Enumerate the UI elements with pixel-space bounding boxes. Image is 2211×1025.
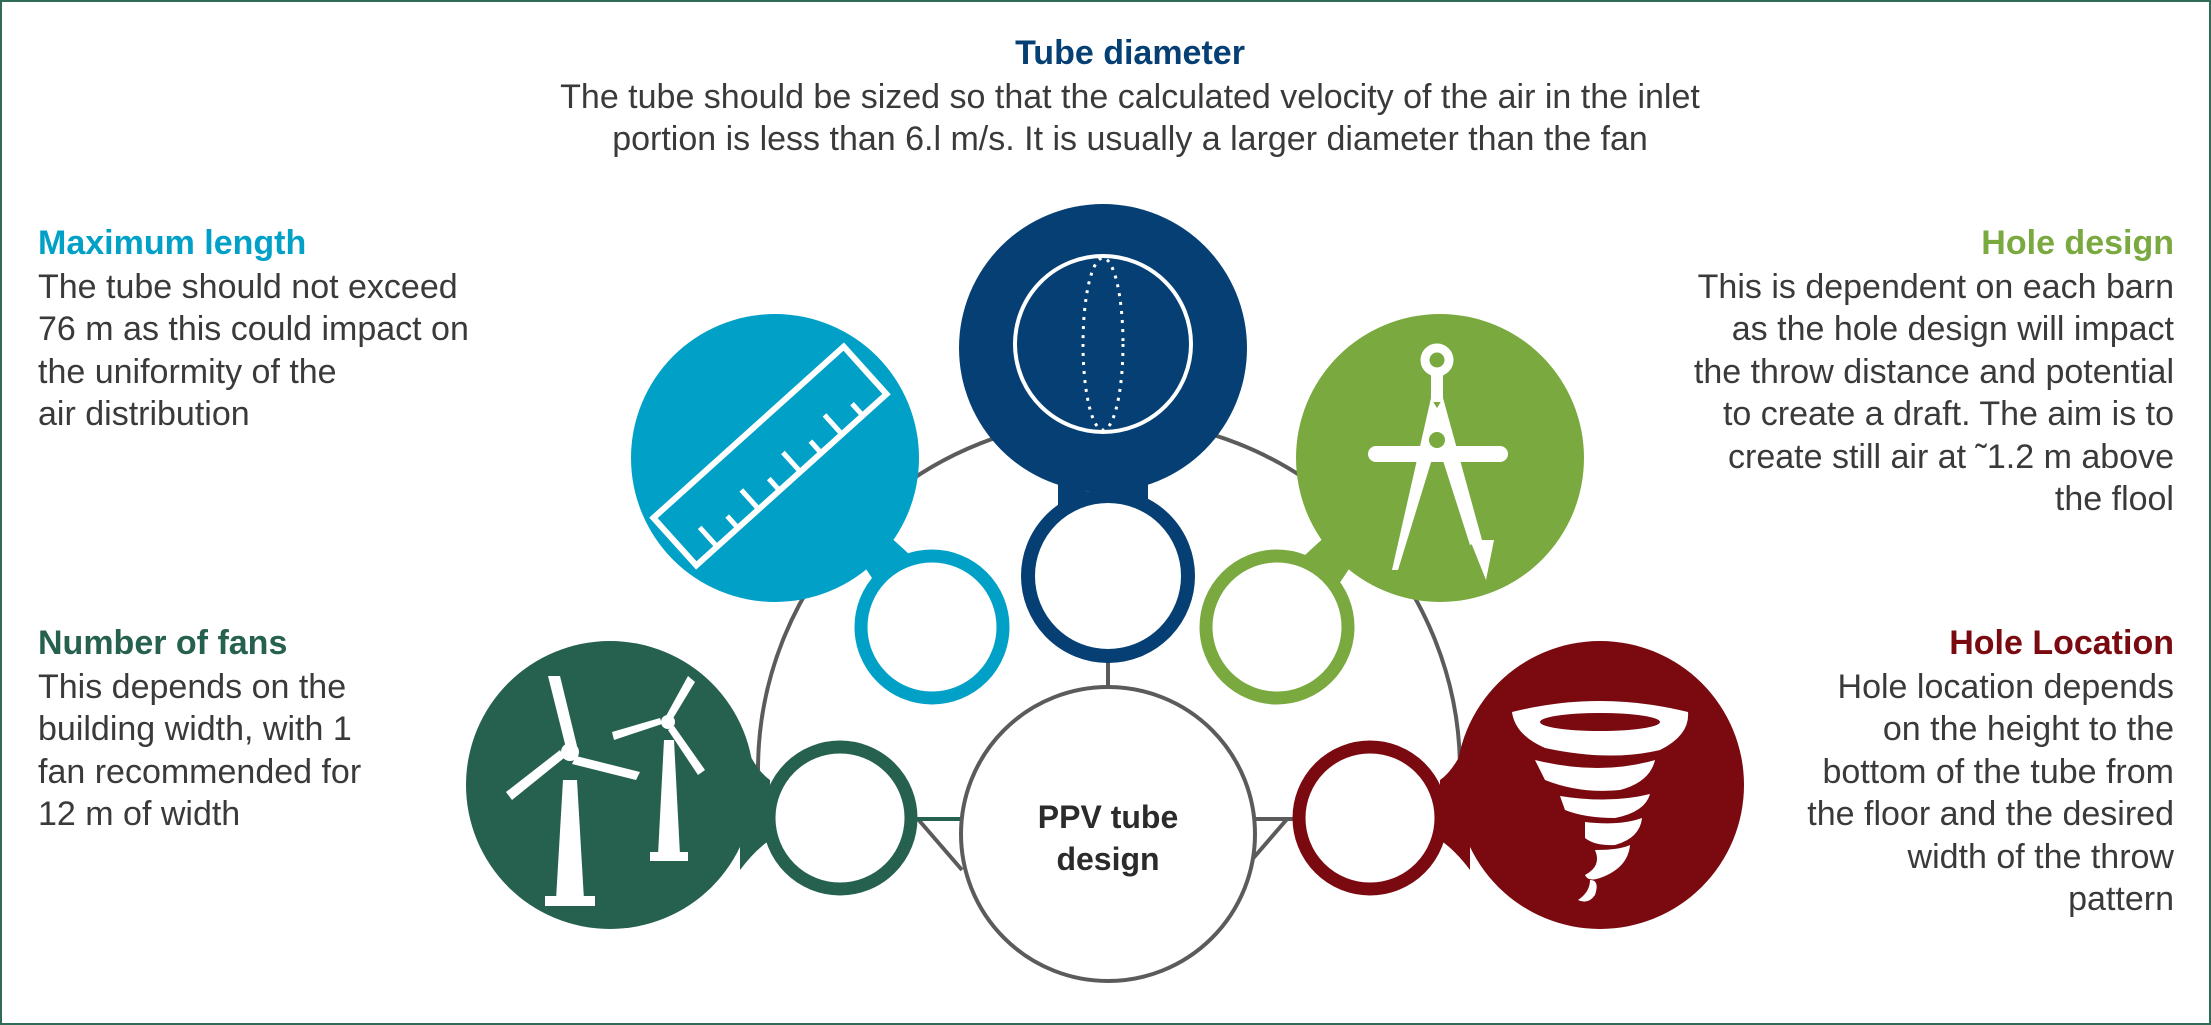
maximum-length-line-3: the uniformity of the: [38, 352, 337, 391]
hole-design-title: Hole design: [1981, 224, 2174, 262]
hole-design-node: [1199, 314, 1584, 705]
hole-location-line-5: width of the throw: [1907, 837, 2174, 876]
center-circle: [959, 685, 1257, 983]
maximum-length-title: Maximum length: [38, 224, 307, 262]
hole-location-line-4: the floor and the desired: [1807, 795, 2174, 833]
hole-design-line-2: as the hole design will impact: [1731, 310, 2174, 348]
number-of-fans-line-3: fan recommended for: [38, 752, 362, 791]
tornado-icon: [1512, 701, 1689, 902]
number-of-fans-block: Number of fans This depends on the build…: [38, 622, 458, 836]
number-of-fans-line-1: This depends on the: [38, 667, 347, 706]
number-of-fans-line-4: 12 m of width: [38, 795, 241, 833]
maximum-length-line-2: 76 m as this could impact on: [38, 310, 469, 348]
hole-design-block: Hole design This is dependent on each ba…: [1640, 222, 2174, 521]
tube-diameter-line-2: portion is less than 6.l m/s. It is usua…: [612, 120, 1648, 158]
hole-design-line-4: to create a draft. The aim is to: [1722, 395, 2174, 433]
number-of-fans-line-2: building width, with 1: [38, 710, 352, 748]
hole-location-node: [1292, 641, 1744, 929]
center-label-line-1: PPV tube: [1038, 799, 1178, 835]
hole-design-line-1: This is dependent on each barn: [1697, 267, 2174, 306]
hole-location-block: Hole Location Hole location depends on t…: [1740, 622, 2174, 921]
hole-design-line-5: create still air at ˜1.2 m above: [1728, 437, 2174, 476]
number-of-fans-title: Number of fans: [38, 624, 288, 662]
hole-location-line-2: on the height to the: [1882, 710, 2174, 748]
hole-design-line-3: the throw distance and potential: [1693, 352, 2174, 391]
maximum-length-line-1: The tube should not exceed: [38, 267, 458, 306]
compass-icon: [1368, 343, 1508, 580]
maximum-length-block: Maximum length The tube should not excee…: [38, 222, 518, 436]
maximum-length-line-4: air distribution: [38, 395, 250, 433]
hole-location-line-1: Hole location depends: [1837, 667, 2174, 706]
hole-location-title: Hole Location: [1949, 624, 2174, 662]
ruler-icon: [649, 342, 891, 570]
hole-design-line-6: the flool: [2054, 480, 2174, 518]
hole-location-line-6: pattern: [2068, 880, 2174, 918]
tube-diameter-title: Tube diameter: [1015, 34, 1245, 72]
tube-cross-section-icon: [1013, 254, 1193, 434]
tube-diameter-block: Tube diameter The tube should be sized s…: [440, 32, 1820, 161]
wind-turbine-icon: [506, 676, 705, 906]
hole-location-line-3: bottom of the tube from: [1822, 752, 2174, 791]
tube-diameter-line-1: The tube should be sized so that the cal…: [560, 77, 1700, 116]
center-label-line-2: design: [1056, 841, 1159, 877]
tube-diameter-node: [959, 204, 1247, 663]
